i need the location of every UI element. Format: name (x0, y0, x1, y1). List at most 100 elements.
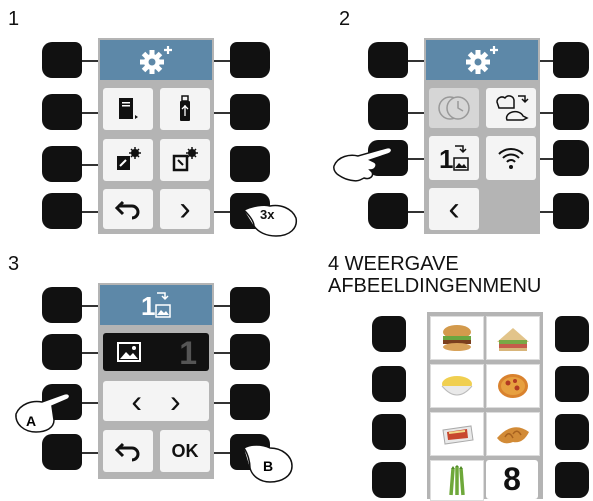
step-2-label: 2 (339, 8, 351, 30)
left-button-3[interactable] (372, 414, 406, 450)
right-button-1[interactable] (230, 287, 270, 323)
ok-button[interactable]: OK (160, 430, 210, 472)
next-chevron-icon[interactable]: › (170, 382, 181, 419)
left-button-4[interactable] (42, 434, 82, 470)
image-count-tile: 8 (486, 460, 538, 499)
left-button-2[interactable] (368, 94, 408, 130)
step-4-title-line1: 4 WEERGAVE (328, 253, 459, 275)
right-button-1[interactable] (553, 42, 589, 78)
connector (214, 305, 230, 307)
connector (214, 60, 230, 62)
back-arrow-icon (114, 200, 140, 220)
hand-press-3x-icon (243, 204, 298, 237)
right-button-2[interactable] (230, 334, 270, 370)
screen-3-header: 1 (100, 285, 212, 325)
picture-icon (117, 342, 141, 362)
import-gear-icon (172, 147, 198, 172)
prev-chevron-icon: ‹ (448, 190, 460, 228)
connector (82, 211, 98, 213)
connector (540, 112, 553, 114)
import-gear-tile[interactable] (160, 139, 210, 181)
left-button-3[interactable] (42, 146, 82, 182)
connector (82, 352, 98, 354)
picture-1-tile[interactable]: 1 (429, 136, 479, 180)
lasagna-image[interactable] (430, 412, 484, 456)
right-button-1[interactable] (230, 42, 270, 78)
connector (82, 452, 98, 454)
connector (82, 305, 98, 307)
export-gear-tile[interactable] (103, 139, 153, 181)
connector (408, 211, 424, 213)
clock-tile[interactable] (429, 88, 479, 128)
wifi-icon (498, 148, 524, 169)
back-arrow-icon (114, 442, 140, 462)
left-button-2[interactable] (42, 334, 82, 370)
left-button-1[interactable] (368, 42, 408, 78)
prev-chevron-icon[interactable]: ‹ (131, 382, 142, 419)
left-button-2[interactable] (372, 366, 406, 402)
connector (540, 211, 553, 213)
chef-hat-swap-tile[interactable] (486, 88, 536, 128)
usb-tile[interactable] (160, 88, 210, 130)
prev-tile[interactable]: ‹ (429, 188, 479, 230)
step-3-label: 3 (8, 253, 20, 275)
right-button-1[interactable] (555, 316, 589, 352)
right-button-3[interactable] (230, 384, 270, 420)
screen-2-header (426, 40, 538, 80)
left-button-1[interactable] (42, 287, 82, 323)
prev-next-selector[interactable]: ‹ › (103, 381, 209, 421)
left-button-1[interactable] (372, 316, 406, 352)
ok-label: OK (171, 440, 199, 461)
burger-image[interactable] (430, 316, 484, 360)
connector (82, 402, 98, 404)
chef-hat-swap-icon (496, 95, 529, 121)
connector (214, 402, 230, 404)
back-tile[interactable] (103, 430, 153, 472)
clock-icon (438, 96, 470, 120)
right-button-4[interactable] (553, 193, 589, 229)
hint-a-label: A (26, 413, 37, 429)
pizza-image[interactable] (486, 364, 540, 408)
step-4-title-line2: AFBEELDINGENMENU (328, 275, 542, 297)
back-tile[interactable] (103, 189, 153, 229)
left-button-2[interactable] (42, 94, 82, 130)
pointing-hand-icon (333, 146, 393, 182)
connector (82, 60, 98, 62)
connector (408, 112, 424, 114)
wifi-tile[interactable] (486, 136, 536, 180)
right-button-3[interactable] (553, 140, 589, 176)
picture-1-icon: 1 (439, 144, 469, 174)
left-button-4[interactable] (42, 193, 82, 229)
right-button-4[interactable] (555, 462, 589, 498)
connector (82, 112, 98, 114)
screen-1-header (100, 40, 212, 80)
next-tile[interactable]: › (160, 189, 210, 229)
connector (214, 352, 230, 354)
sandwich-image[interactable] (486, 316, 540, 360)
svg-text:1: 1 (141, 291, 155, 321)
croissant-image[interactable] (486, 412, 540, 456)
asparagus-image[interactable] (430, 460, 484, 501)
right-button-2[interactable] (555, 366, 589, 402)
image-count-value: 8 (503, 461, 521, 497)
step-4-label: 4 WEERGAVE AFBEELDINGENMENU (328, 253, 541, 297)
connector (82, 164, 98, 166)
picture-value-display: 1 (103, 333, 209, 371)
right-button-3[interactable] (230, 146, 270, 182)
connector (214, 452, 230, 454)
left-button-4[interactable] (372, 462, 406, 498)
right-button-2[interactable] (230, 94, 270, 130)
connector (214, 112, 230, 114)
left-button-4[interactable] (368, 193, 408, 229)
recipe-book-tile[interactable] (103, 88, 153, 130)
picture-1-icon: 1 (141, 291, 171, 321)
connector (214, 211, 230, 213)
rice-bowl-image[interactable] (430, 364, 484, 408)
right-button-3[interactable] (555, 414, 589, 450)
right-button-2[interactable] (553, 94, 589, 130)
left-button-1[interactable] (42, 42, 82, 78)
hand-hint-a-icon (15, 392, 71, 433)
export-gear-icon (117, 147, 141, 170)
usb-icon (180, 95, 190, 121)
step-1-label: 1 (8, 8, 20, 30)
